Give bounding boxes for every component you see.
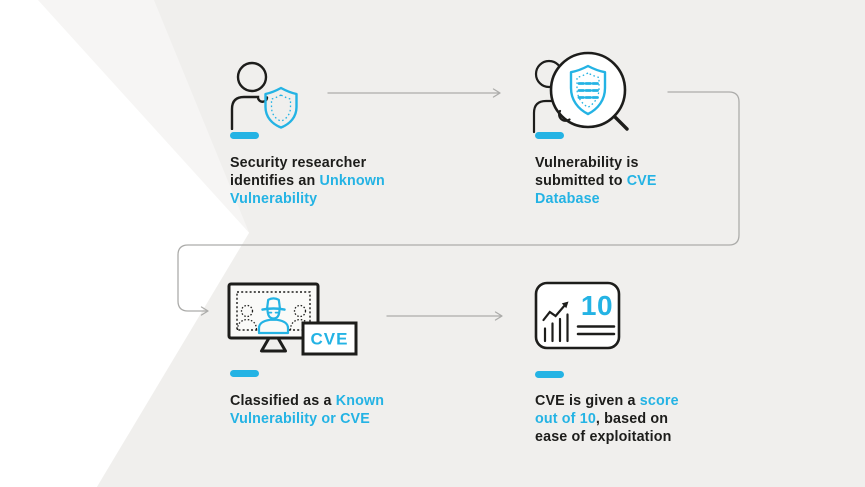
step-divider — [230, 132, 259, 139]
magnifier-shield-icon — [532, 51, 629, 134]
step-classify: CVE Classified as a Known Vulnerability … — [225, 280, 435, 430]
cve-badge-label: CVE — [311, 330, 349, 349]
step-caption: Vulnerability is submitted to CVE Databa… — [535, 155, 657, 207]
step-caption: Security researcher identifies an Unknow… — [230, 155, 385, 207]
step-divider — [230, 370, 259, 377]
step-score: 10 CVE is given a score out of 10, based… — [528, 278, 728, 448]
step-divider — [535, 132, 564, 139]
score-card-icon: 10 — [534, 281, 621, 350]
monitor-hacker-icon: CVE — [227, 282, 358, 356]
score-value: 10 — [581, 290, 613, 321]
step-caption: Classified as a Known Vulnerability or C… — [230, 393, 385, 427]
researcher-shield-icon — [230, 61, 298, 130]
step-identify: Security researcher identifies an Unknow… — [225, 55, 425, 207]
step-caption: CVE is given a score out of 10, based on… — [535, 393, 679, 445]
step-submit: Vulnerability is submitted to CVE Databa… — [530, 48, 730, 207]
step-divider — [535, 371, 564, 378]
